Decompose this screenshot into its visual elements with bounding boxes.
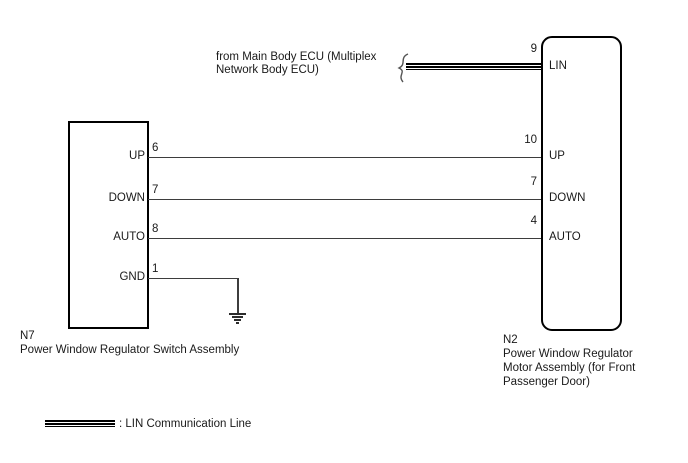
left-pin-number-6: 6 xyxy=(152,142,159,154)
right-pin-number-9: 9 xyxy=(530,43,537,55)
right-pin-label-auto: AUTO xyxy=(549,231,581,243)
left-pin-number-1: 1 xyxy=(152,263,159,275)
left-pin-label-down: DOWN xyxy=(108,192,145,204)
wire-auto xyxy=(148,238,541,239)
wire-down xyxy=(148,199,541,200)
legend-lin-label: : LIN Communication Line xyxy=(119,418,252,430)
right-component-name-line2: Motor Assembly (for Front xyxy=(503,362,636,374)
legend-lin-swatch xyxy=(45,420,115,427)
lin-communication-wire xyxy=(406,63,541,70)
wire-up xyxy=(148,157,541,158)
right-component-caption: N2 Power Window Regulator Motor Assembly… xyxy=(503,333,635,389)
left-pin-label-up: UP xyxy=(129,150,145,162)
right-pin-number-10: 10 xyxy=(524,134,537,146)
left-component-id: N7 xyxy=(20,330,35,342)
left-component-caption: N7 Power Window Regulator Switch Assembl… xyxy=(20,329,239,357)
right-pin-number-4: 4 xyxy=(530,215,537,227)
right-component-id: N2 xyxy=(503,334,518,346)
right-component-name-line3: Passenger Door) xyxy=(503,376,590,388)
left-pin-number-8: 8 xyxy=(152,223,159,235)
wire-gnd-vertical xyxy=(237,278,239,313)
left-pin-label-gnd: GND xyxy=(119,271,145,283)
left-component-box-n7 xyxy=(68,121,149,329)
right-component-name-line1: Power Window Regulator xyxy=(503,348,633,360)
left-component-name: Power Window Regulator Switch Assembly xyxy=(20,344,240,356)
ecu-note-line2: Network Body ECU) xyxy=(216,64,319,76)
ecu-note-line1: from Main Body ECU (Multiplex xyxy=(216,51,377,63)
right-component-box-n2 xyxy=(541,36,622,331)
left-pin-number-7: 7 xyxy=(152,184,159,196)
ecu-note: from Main Body ECU (Multiplex Network Bo… xyxy=(216,51,376,77)
wire-continuation-squiggle xyxy=(397,53,409,83)
right-pin-label-lin: LIN xyxy=(549,60,567,72)
right-pin-number-7: 7 xyxy=(530,176,537,188)
wire-gnd-horizontal xyxy=(148,278,238,279)
right-pin-label-down: DOWN xyxy=(549,192,586,204)
left-pin-label-auto: AUTO xyxy=(113,231,145,243)
right-pin-label-up: UP xyxy=(549,150,565,162)
